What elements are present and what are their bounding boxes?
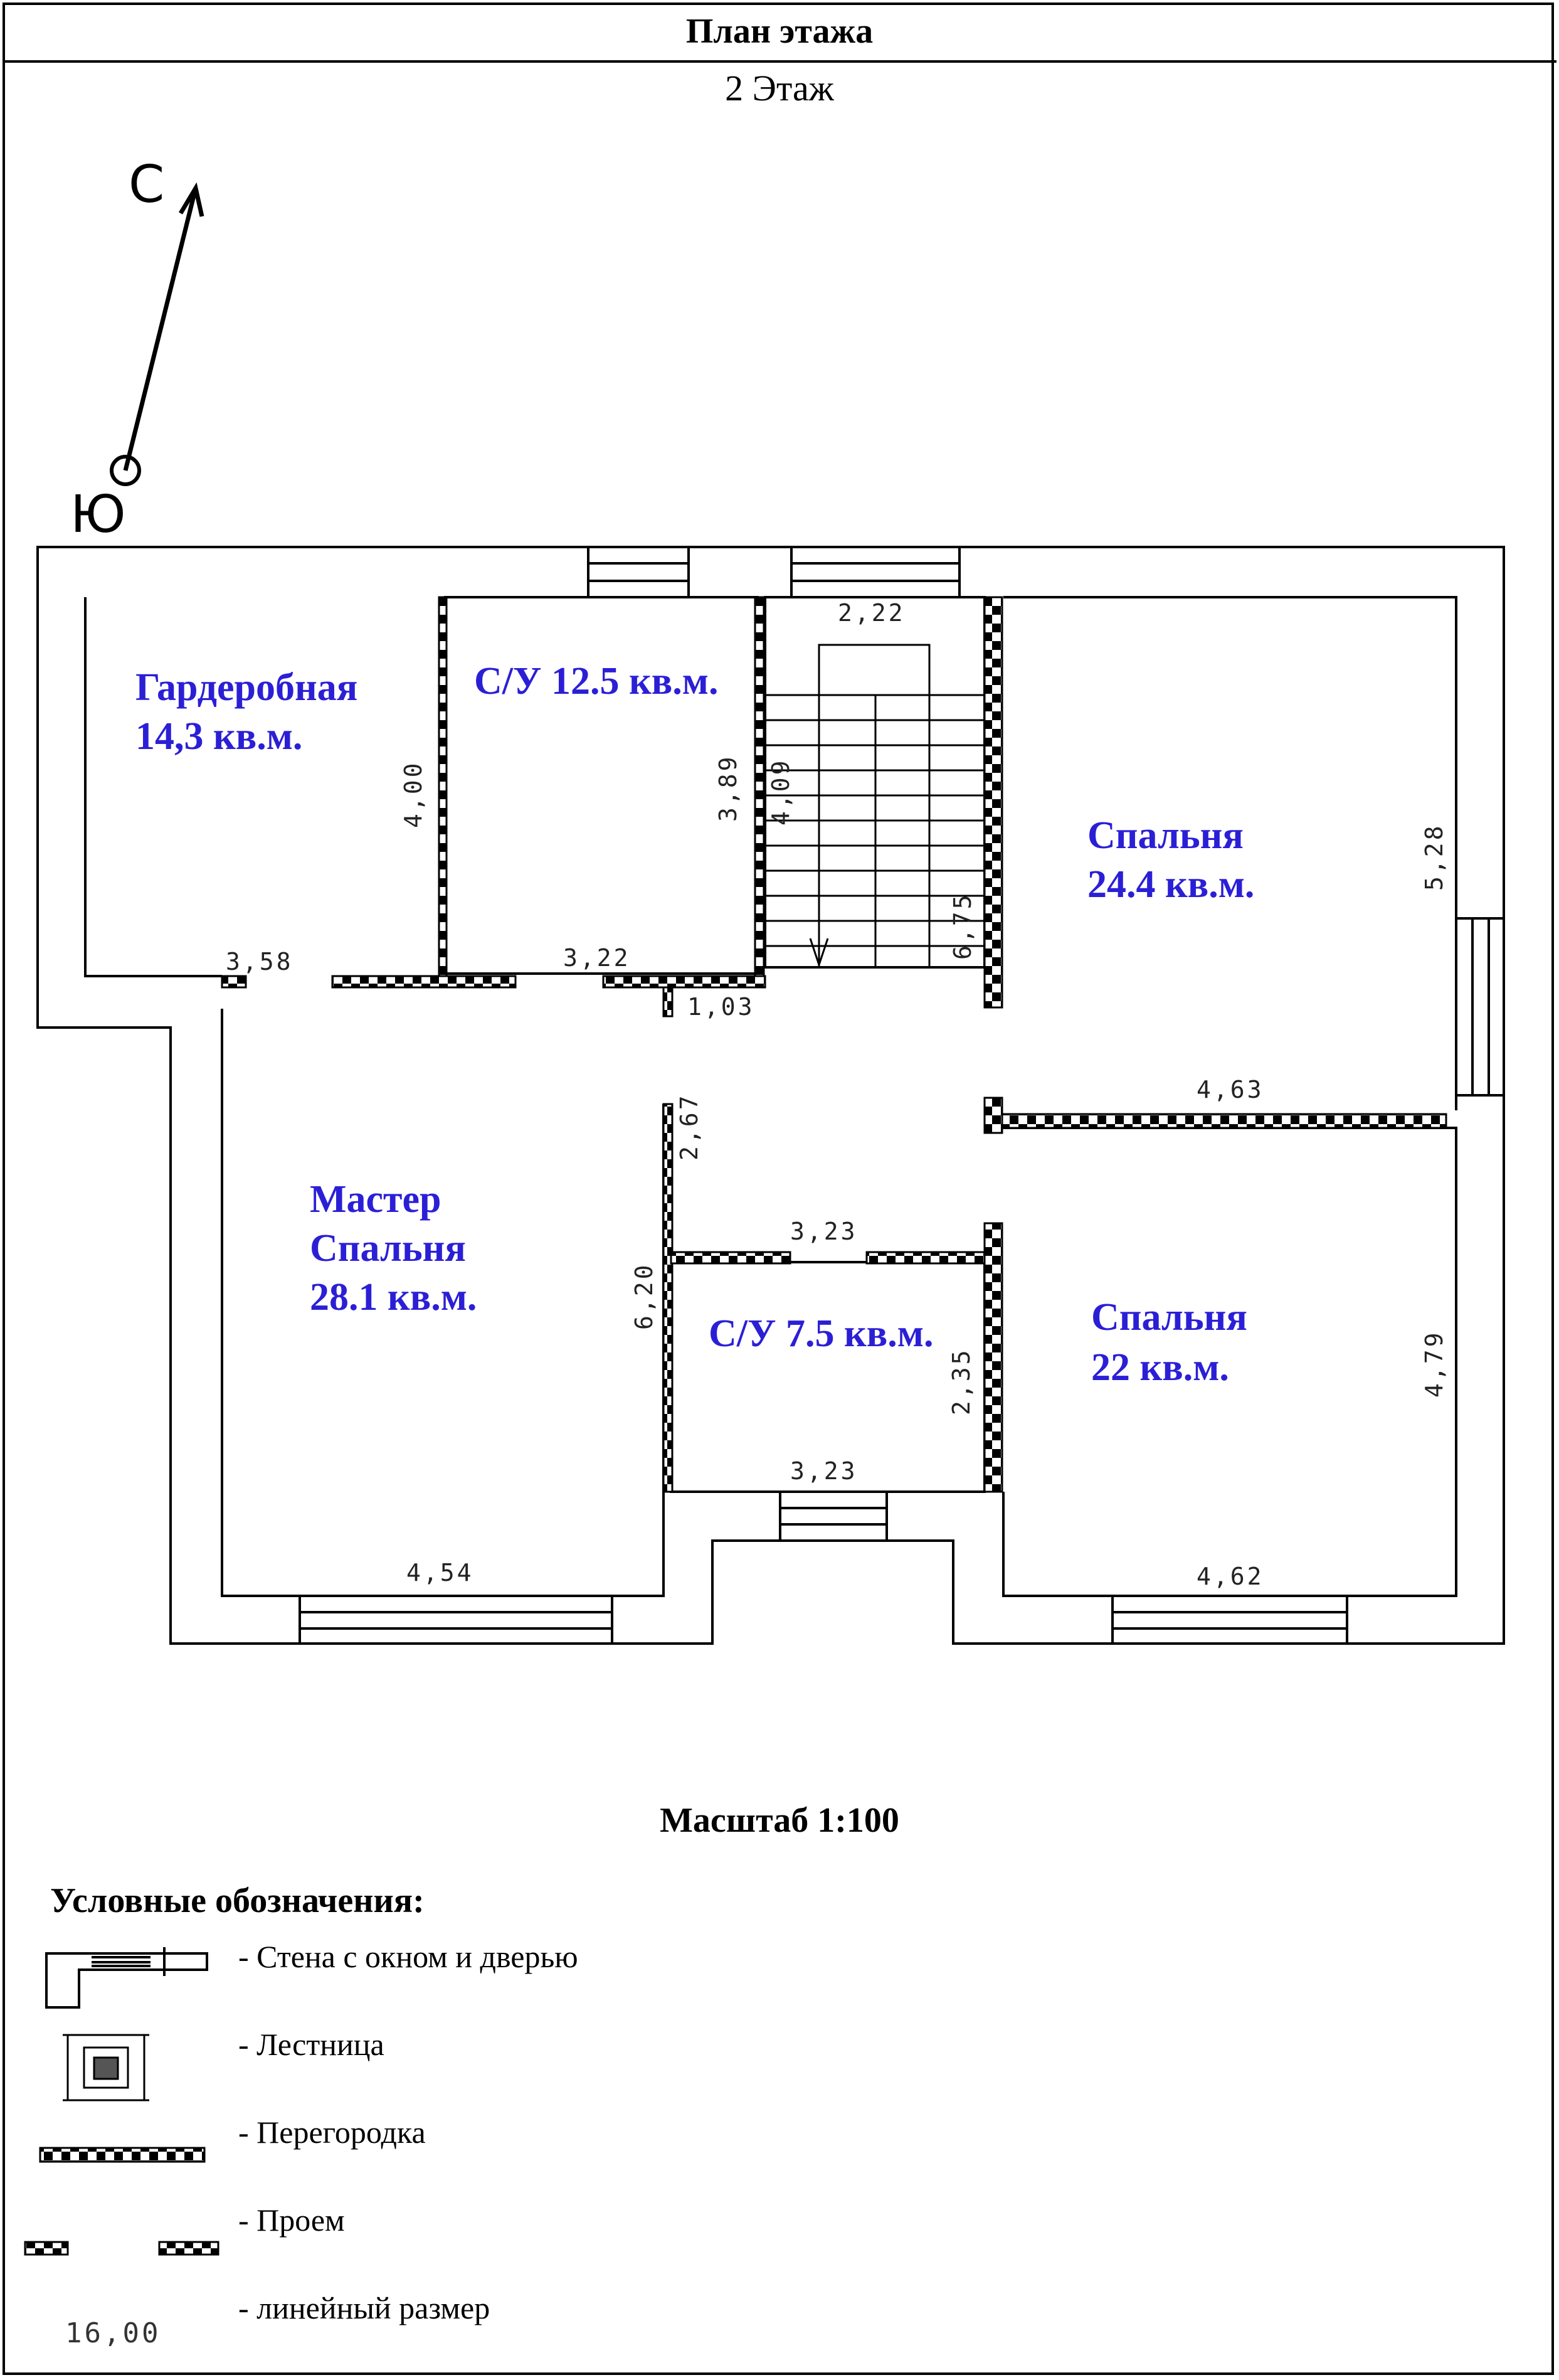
- floor-label: 2 Этаж: [725, 67, 834, 109]
- room-master-name-1: Мастер: [310, 1178, 441, 1221]
- partitions: [221, 596, 1447, 1493]
- room-master-area: 28.1 кв.м.: [310, 1276, 477, 1319]
- dim-label: 6,20: [630, 1262, 658, 1330]
- room-wardrobe-name: Гардеробная: [135, 666, 357, 709]
- legend-opening-label: - Проем: [238, 2202, 345, 2238]
- dim-label: 6,75: [949, 892, 976, 960]
- dim-label: 4,62: [1197, 1563, 1264, 1590]
- outer-walls: [36, 546, 1505, 1645]
- room-master-name-2: Спальня: [310, 1227, 466, 1270]
- legend-dimension-label: - линейный размер: [238, 2290, 490, 2325]
- compass-arrowhead: [178, 182, 204, 217]
- compass-south-label: Ю: [70, 485, 126, 545]
- room-bedroom1-name: Спальня: [1087, 814, 1244, 857]
- dim-label: 3,23: [790, 1218, 858, 1245]
- room-bedroom1-area: 24.4 кв.м.: [1087, 863, 1254, 906]
- legend-opening-symbol-left: [24, 2241, 69, 2256]
- interior-walls: [444, 596, 986, 1493]
- legend-partition-label: - Перегородка: [238, 2115, 426, 2150]
- dim-label: 2,22: [838, 599, 906, 627]
- dim-label: 2,35: [948, 1347, 975, 1415]
- legend-wall-symbol: [45, 1947, 208, 2009]
- dim-label: 3,23: [790, 1457, 858, 1485]
- dim-label: 1,03: [687, 993, 755, 1021]
- dim-label: 4,09: [767, 758, 795, 826]
- staircase: [765, 644, 985, 968]
- legend-stairs-symbol: [63, 2034, 149, 2101]
- drawing-frame: [3, 3, 1554, 2375]
- dim-label: 4,79: [1420, 1330, 1448, 1398]
- legend-stairs-label: - Лестница: [238, 2027, 384, 2062]
- room-wardrobe-area: 14,3 кв.м.: [135, 715, 302, 758]
- dim-label: 3,22: [563, 944, 631, 972]
- room-bath-large-label: С/У 12.5 кв.м.: [474, 660, 718, 703]
- legend-opening-symbol-right: [158, 2241, 219, 2256]
- dim-label: 3,58: [226, 948, 293, 975]
- legend-dimension-sample: 16,00: [65, 2317, 161, 2349]
- legend-symbols: [24, 1947, 219, 2256]
- room-bedroom2-name: Спальня: [1091, 1296, 1247, 1339]
- dim-label: 2,67: [675, 1093, 703, 1161]
- dim-label: 4,63: [1197, 1076, 1264, 1103]
- compass-pivot: [110, 455, 141, 486]
- dim-label: 4,54: [406, 1559, 474, 1586]
- windows: [299, 546, 1505, 1645]
- room-bath-small-label: С/У 7.5 кв.м.: [709, 1312, 933, 1355]
- dim-label: 5,28: [1420, 823, 1448, 891]
- compass: С Ю: [70, 155, 204, 545]
- dimension-labels: 2,22 4,00 3,89 4,09 5,28 6,75 3,58 3,22 …: [226, 599, 1448, 1590]
- legend-title: Условные обозначения:: [50, 1881, 425, 1920]
- dim-label: 4,00: [399, 760, 427, 828]
- page-title: План этажа: [3, 3, 1556, 63]
- legend-partition-symbol: [39, 2147, 206, 2163]
- compass-north-label: С: [129, 155, 164, 215]
- scale-label: Масштаб 1:100: [660, 1801, 899, 1840]
- compass-needle: [123, 188, 198, 471]
- room-bedroom2-area: 22 кв.м.: [1091, 1346, 1229, 1389]
- dim-label: 3,89: [714, 754, 742, 822]
- legend-wall-label: - Стена с окном и дверью: [238, 1939, 578, 1974]
